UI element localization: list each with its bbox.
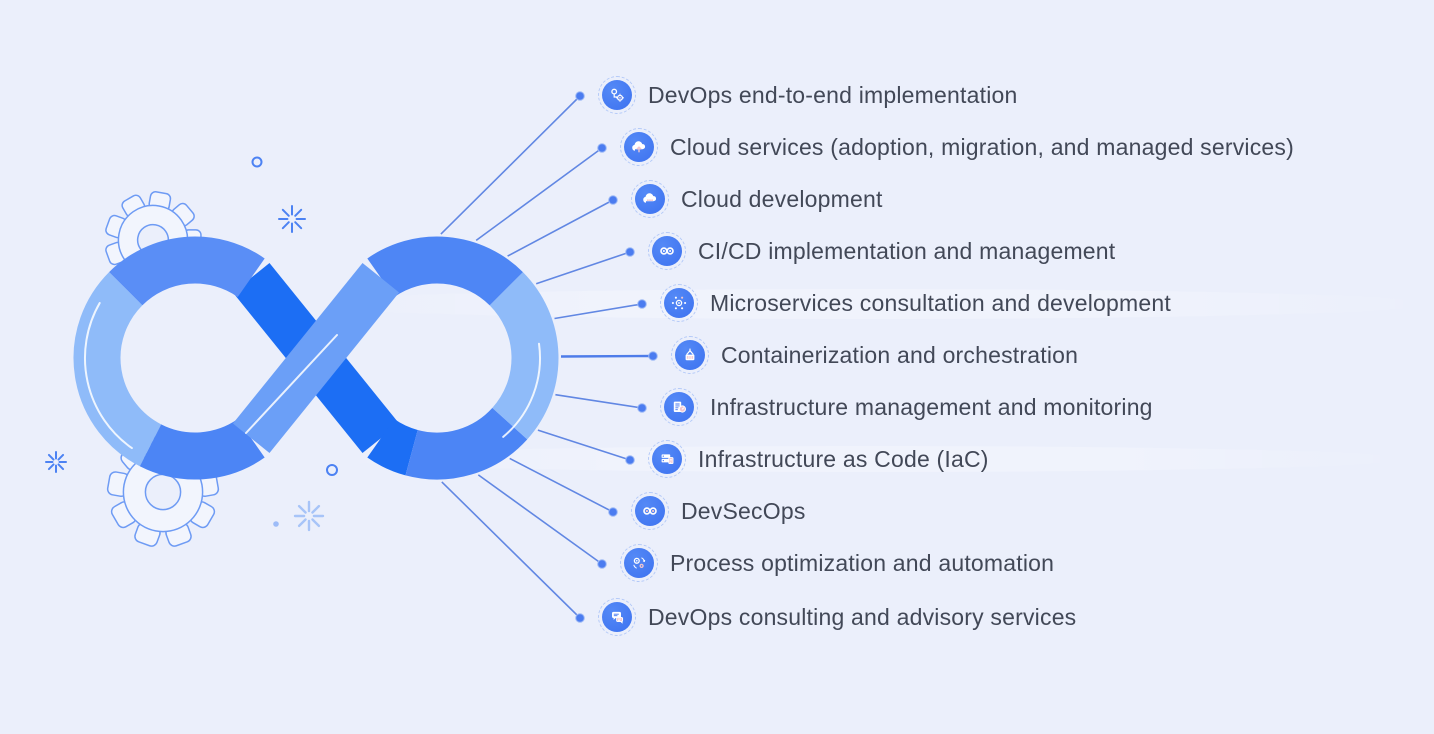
service-icon-badge <box>620 128 658 166</box>
connector-line <box>555 393 643 409</box>
service-item: Infrastructure management and monitoring <box>660 387 1153 427</box>
loop-highlight-cross <box>245 334 338 434</box>
connector-dot <box>625 247 635 257</box>
connector-lines <box>440 91 658 623</box>
sparkle-icon <box>293 500 325 532</box>
connector-dot <box>648 351 658 361</box>
loop-left-light <box>73 272 162 467</box>
service-label: Microservices consultation and developme… <box>710 289 1171 316</box>
connector-dot <box>597 559 607 569</box>
devsecops-infinity-icon <box>635 496 665 526</box>
service-icon-badge <box>598 598 636 636</box>
connector-dot <box>637 299 647 309</box>
connector-line <box>477 474 603 565</box>
connector-dot <box>625 455 635 465</box>
service-label: Infrastructure management and monitoring <box>710 393 1153 420</box>
process-gears-icon <box>624 548 654 578</box>
service-icon-badge <box>648 232 686 270</box>
service-label: DevSecOps <box>681 497 806 524</box>
service-label: Cloud development <box>681 185 883 212</box>
connector-line <box>509 457 614 513</box>
connector-dot <box>608 507 618 517</box>
service-label: Cloud services (adoption, migration, and… <box>670 133 1294 160</box>
service-icon-badge <box>660 388 698 426</box>
connector-line <box>440 95 581 235</box>
service-label: DevOps end-to-end implementation <box>648 81 1018 108</box>
loop-highlight-left <box>84 302 133 450</box>
service-item: Infrastructure as Code (IaC) <box>648 439 989 479</box>
service-item: Process optimization and automation <box>620 543 1054 583</box>
connector-dot <box>608 195 618 205</box>
loop-right-top <box>367 236 523 306</box>
cloud-code-icon <box>635 184 665 214</box>
service-icon-badge <box>631 180 669 218</box>
service-icon-badge <box>620 544 658 582</box>
infinity-loop-illustration <box>73 236 559 480</box>
connector-dot <box>597 143 607 153</box>
infinity-icon <box>652 236 682 266</box>
microservices-icon <box>664 288 694 318</box>
servers-code-icon <box>652 444 682 474</box>
sparkle-icon <box>45 451 67 473</box>
service-item: CI/CD implementation and management <box>648 231 1115 271</box>
decorations-front <box>45 156 338 532</box>
service-item: DevSecOps <box>631 491 806 531</box>
connector-dot <box>575 91 585 101</box>
connector-line <box>560 354 654 358</box>
service-label: Containerization and orchestration <box>721 341 1079 368</box>
connector-line <box>507 199 614 257</box>
connector-line <box>441 481 581 619</box>
service-item: Cloud development <box>631 179 883 219</box>
service-item: Containerization and orchestration <box>671 335 1078 375</box>
circle-outline-icon <box>326 464 338 476</box>
connector-line <box>535 251 631 285</box>
cloud-upload-icon <box>624 132 654 162</box>
loop-right-bottom <box>405 407 528 480</box>
service-label: Infrastructure as Code (IaC) <box>698 445 989 472</box>
service-item: Microservices consultation and developme… <box>660 283 1171 323</box>
loop-left-top <box>109 236 265 306</box>
service-icon-badge <box>631 492 669 530</box>
loop-left-bottom <box>139 418 265 480</box>
chat-bubbles-icon <box>602 602 632 632</box>
service-label: Process optimization and automation <box>670 549 1055 576</box>
service-label: DevOps consulting and advisory services <box>648 603 1077 630</box>
workflow-gear-icon <box>602 80 632 110</box>
service-icon-badge <box>660 284 698 322</box>
service-icon-badge <box>671 336 709 374</box>
service-item: DevOps consulting and advisory services <box>598 597 1076 637</box>
connector-line <box>537 429 631 461</box>
service-item: DevOps end-to-end implementation <box>598 75 1017 115</box>
sparkle-icon <box>278 205 306 233</box>
connector-line <box>475 147 603 242</box>
service-label: CI/CD implementation and management <box>698 237 1116 264</box>
loop-highlight-right <box>502 342 541 438</box>
connector-line <box>554 303 643 320</box>
service-icon-badge <box>648 440 686 478</box>
dot-icon <box>273 521 279 527</box>
monitoring-document-icon <box>664 392 694 422</box>
circle-outline-icon <box>251 156 263 168</box>
connector-dot <box>575 613 585 623</box>
service-item: Cloud services (adoption, migration, and… <box>620 127 1294 167</box>
connector-dot <box>637 403 647 413</box>
loop-right-light <box>489 272 559 440</box>
loop-right-dark <box>367 418 419 476</box>
service-icon-badge <box>598 76 636 114</box>
container-crane-icon <box>675 340 705 370</box>
